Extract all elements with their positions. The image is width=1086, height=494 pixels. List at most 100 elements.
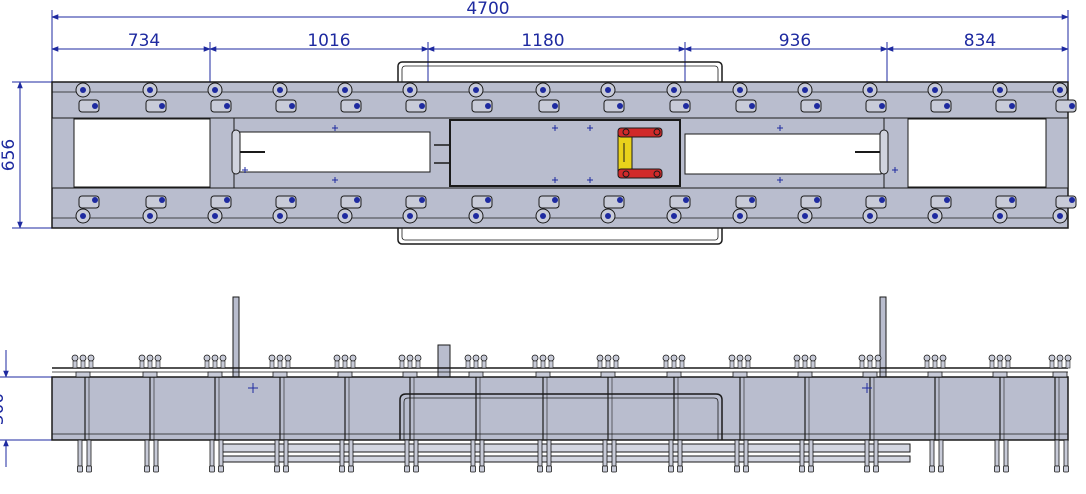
support-leg bbox=[1054, 439, 1060, 473]
roller-clamp bbox=[535, 195, 560, 224]
roller-head bbox=[398, 354, 422, 378]
support-leg bbox=[864, 439, 870, 473]
support-leg bbox=[77, 439, 83, 473]
roller-clamp bbox=[468, 195, 493, 224]
support-leg bbox=[1063, 439, 1069, 473]
support-leg bbox=[144, 439, 150, 473]
roller-head bbox=[138, 354, 162, 378]
positioning-bracket bbox=[617, 127, 663, 179]
roller-clamp bbox=[797, 195, 822, 224]
roller-head bbox=[662, 354, 686, 378]
support-leg bbox=[274, 439, 280, 473]
support-leg bbox=[938, 439, 944, 473]
roller-head bbox=[988, 354, 1012, 378]
support-leg bbox=[283, 439, 289, 473]
roller-clamp bbox=[600, 195, 625, 224]
frame-ribs bbox=[84, 377, 1060, 440]
roller-head bbox=[793, 354, 817, 378]
dimension-annotations: 4700 734 1016 1180 936 834 656 300 bbox=[0, 0, 1069, 467]
support-leg bbox=[929, 439, 935, 473]
support-legs bbox=[77, 439, 1069, 473]
roller-clamp bbox=[402, 195, 427, 224]
support-leg bbox=[668, 439, 674, 473]
top-view bbox=[51, 61, 1077, 245]
roller-clamp bbox=[535, 82, 560, 113]
roller-head bbox=[203, 354, 227, 378]
support-leg bbox=[537, 439, 543, 473]
support-leg bbox=[470, 439, 476, 473]
roller-clamp bbox=[1052, 195, 1077, 224]
roller-clamp bbox=[468, 82, 493, 113]
roller-head bbox=[333, 354, 357, 378]
support-leg bbox=[348, 439, 354, 473]
support-leg bbox=[404, 439, 410, 473]
support-leg bbox=[677, 439, 683, 473]
roller-head bbox=[268, 354, 292, 378]
overall-length-label: 4700 bbox=[466, 0, 509, 19]
roller-clamp bbox=[402, 82, 427, 113]
roller-head bbox=[858, 354, 882, 378]
support-leg bbox=[218, 439, 224, 473]
height-label: 300 bbox=[0, 393, 8, 425]
roller-clamp bbox=[732, 82, 757, 113]
roller-clamp bbox=[732, 195, 757, 224]
roller-clamp bbox=[75, 82, 100, 113]
roller-head bbox=[728, 354, 752, 378]
support-leg bbox=[209, 439, 215, 473]
segment-5-label: 834 bbox=[964, 31, 996, 51]
reference-mark bbox=[587, 177, 593, 183]
side-roller-assemblies bbox=[71, 354, 1072, 378]
roller-head bbox=[531, 354, 555, 378]
roller-clamp bbox=[207, 82, 232, 113]
roller-clamp bbox=[862, 195, 887, 224]
roller-head bbox=[71, 354, 95, 378]
support-leg bbox=[743, 439, 749, 473]
reference-mark bbox=[777, 177, 783, 183]
segment-1-label: 734 bbox=[128, 31, 160, 51]
roller-clamp bbox=[927, 82, 952, 113]
support-leg bbox=[734, 439, 740, 473]
roller-clamp bbox=[337, 82, 362, 113]
roller-clamp bbox=[337, 195, 362, 224]
roller-clamp bbox=[600, 82, 625, 113]
roller-clamp bbox=[75, 195, 100, 224]
side-view bbox=[51, 296, 1072, 473]
reference-mark bbox=[332, 177, 338, 183]
segment-4-label: 936 bbox=[779, 31, 811, 51]
roller-clamp bbox=[272, 195, 297, 224]
support-leg bbox=[611, 439, 617, 473]
reference-mark bbox=[552, 125, 558, 131]
support-leg bbox=[994, 439, 1000, 473]
support-leg bbox=[86, 439, 92, 473]
segment-2-label: 1016 bbox=[307, 31, 350, 51]
support-leg bbox=[799, 439, 805, 473]
support-leg bbox=[873, 439, 879, 473]
roller-head bbox=[464, 354, 488, 378]
roller-clamp bbox=[797, 82, 822, 113]
support-leg bbox=[413, 439, 419, 473]
support-leg bbox=[1003, 439, 1009, 473]
support-leg bbox=[602, 439, 608, 473]
top-roller-assemblies bbox=[75, 82, 1077, 224]
support-leg bbox=[479, 439, 485, 473]
roller-head bbox=[923, 354, 947, 378]
roller-clamp bbox=[992, 82, 1017, 113]
width-label: 656 bbox=[0, 139, 19, 171]
roller-clamp bbox=[207, 195, 232, 224]
reference-mark bbox=[587, 125, 593, 131]
roller-clamp bbox=[666, 82, 691, 113]
segment-3-label: 1180 bbox=[521, 31, 564, 51]
support-leg bbox=[339, 439, 345, 473]
support-leg bbox=[153, 439, 159, 473]
reference-mark bbox=[892, 167, 898, 173]
reference-mark bbox=[552, 177, 558, 183]
support-leg bbox=[808, 439, 814, 473]
roller-head bbox=[1048, 354, 1072, 378]
roller-clamp bbox=[272, 82, 297, 113]
support-leg bbox=[546, 439, 552, 473]
roller-head bbox=[596, 354, 620, 378]
roller-clamp bbox=[862, 82, 887, 113]
roller-clamp bbox=[142, 195, 167, 224]
roller-clamp bbox=[1052, 82, 1077, 113]
